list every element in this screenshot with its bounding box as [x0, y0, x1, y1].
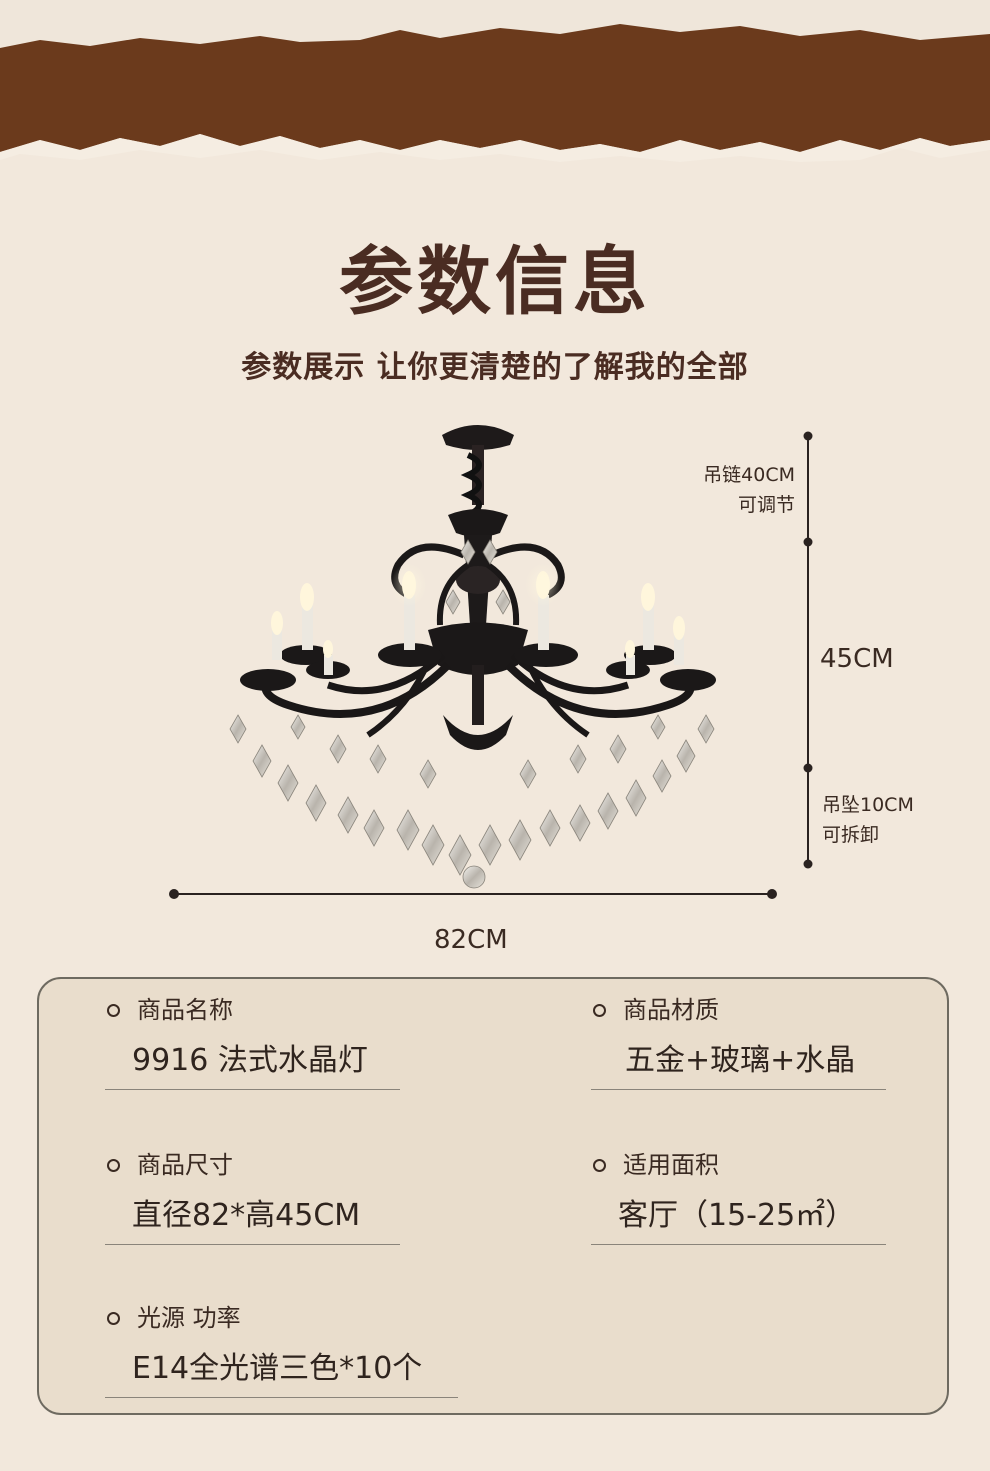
spec-label: 商品尺寸 [105, 1148, 400, 1182]
spec-material: 商品材质 五金+玻璃+水晶 [591, 993, 886, 1090]
spec-label-text: 商品名称 [137, 996, 233, 1024]
spec-divider [105, 1089, 400, 1090]
spec-panel: 商品名称 9916 法式水晶灯 商品材质 五金+玻璃+水晶 商品尺寸 直径82*… [37, 977, 949, 1415]
pendant-note-text: 可拆卸 [822, 824, 880, 846]
pendant-length-text: 吊坠10CM [822, 794, 914, 816]
spec-value: E14全光谱三色*10个 [132, 1351, 423, 1386]
spec-label-text: 光源 功率 [137, 1304, 241, 1332]
dimension-lines [169, 431, 813, 899]
bullet-circle-icon [593, 1004, 606, 1017]
spec-label-text: 商品尺寸 [137, 1151, 233, 1179]
spec-size: 商品尺寸 直径82*高45CM [105, 1148, 400, 1245]
bullet-circle-icon [107, 1159, 120, 1172]
page-subtitle: 参数展示 让你更清楚的了解我的全部 [241, 350, 749, 385]
spec-value: 客厅（15-25㎡） [618, 1198, 856, 1233]
width-label: 82CM [434, 925, 508, 955]
spec-label: 光源 功率 [105, 1301, 458, 1335]
spec-label: 适用面积 [591, 1148, 886, 1182]
spec-light-source: 光源 功率 E14全光谱三色*10个 [105, 1301, 458, 1398]
body-height-label: 45CM [820, 644, 894, 674]
spec-label: 商品材质 [591, 993, 886, 1027]
spec-value: 直径82*高45CM [132, 1198, 361, 1233]
chain-length-text: 吊链40CM [703, 464, 795, 486]
chain-note-text: 可调节 [737, 494, 795, 516]
spec-label-text: 商品材质 [623, 996, 719, 1024]
spec-label: 商品名称 [105, 993, 400, 1027]
spec-product-name: 商品名称 9916 法式水晶灯 [105, 993, 400, 1090]
spec-value: 9916 法式水晶灯 [132, 1043, 368, 1078]
chandelier-image [229, 425, 716, 889]
bullet-circle-icon [107, 1312, 120, 1325]
page-title: 参数信息 [339, 239, 651, 325]
bullet-circle-icon [107, 1004, 120, 1017]
spec-divider [591, 1244, 886, 1245]
spec-divider [591, 1089, 886, 1090]
bullet-circle-icon [593, 1159, 606, 1172]
spec-label-text: 适用面积 [623, 1151, 719, 1179]
spec-divider [105, 1244, 400, 1245]
spec-area: 适用面积 客厅（15-25㎡） [591, 1148, 886, 1245]
chain-length-label: 吊链40CM 可调节 [660, 460, 795, 520]
pendant-length-label: 吊坠10CM 可拆卸 [822, 790, 914, 850]
spec-divider [105, 1397, 458, 1398]
torn-paper-banner [0, 0, 990, 162]
spec-value: 五金+玻璃+水晶 [625, 1043, 856, 1078]
